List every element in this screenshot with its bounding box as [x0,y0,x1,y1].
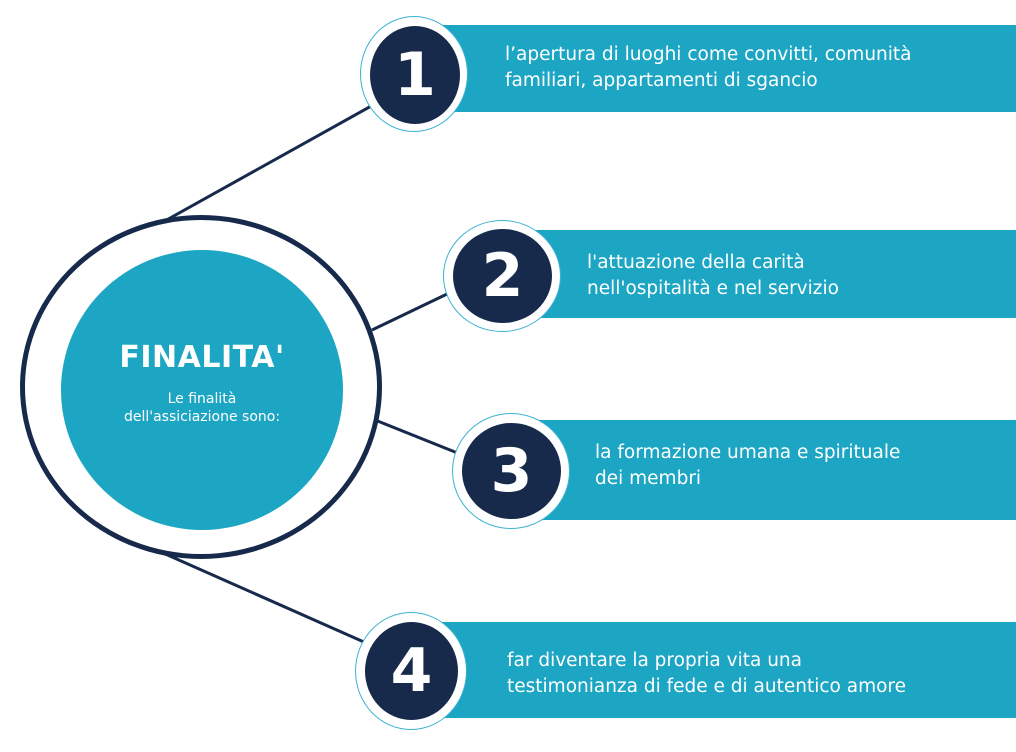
connector-line-1 [144,88,401,234]
item-4-line-1: far diventare la propria vita una [507,650,802,671]
number-badge-2: 2 [453,229,552,323]
hub-circle [61,250,343,530]
item-3-line-1: la formazione umana e spirituale [595,442,901,463]
item-2-line-2: nell'ospitalità e nel servizio [587,278,839,299]
item-3-line-2: dei membri [595,468,702,489]
connector-line-4 [144,543,401,660]
item-1-line-1: l’apertura di luoghi come convitti, comu… [505,44,912,65]
item-bar-2 [510,230,1016,318]
number-4: 4 [390,636,433,706]
number-badge-1: 1 [370,26,460,124]
number-3: 3 [490,436,533,506]
item-bar-3 [518,420,1016,520]
hub-title: FINALITA' [119,340,285,375]
hub-subtitle: Le finalità dell'assiciazione sono: [61,390,343,426]
number-badge-4: 4 [365,622,458,720]
item-4-line-2: testimonianza di fede e di autentico amo… [507,676,906,697]
item-text-2: l'attuazione della carità nell'ospitalit… [587,250,1012,302]
number-badge-3: 3 [462,423,561,519]
item-text-1: l’apertura di luoghi come convitti, comu… [505,42,1010,94]
item-text-4: far diventare la propria vita una testim… [507,648,1012,700]
hub-subtitle-line-1: Le finalità [167,391,237,407]
item-2-line-1: l'attuazione della carità [587,252,805,273]
item-1-line-2: familiari, appartamenti di sgancio [505,70,818,91]
item-bar-4 [420,622,1016,718]
number-2: 2 [481,241,524,311]
hub-subtitle-line-2: dell'assiciazione sono: [123,409,281,425]
item-bar-1 [420,25,1016,112]
item-text-3: la formazione umana e spirituale dei mem… [595,440,1015,492]
number-1: 1 [394,40,436,110]
